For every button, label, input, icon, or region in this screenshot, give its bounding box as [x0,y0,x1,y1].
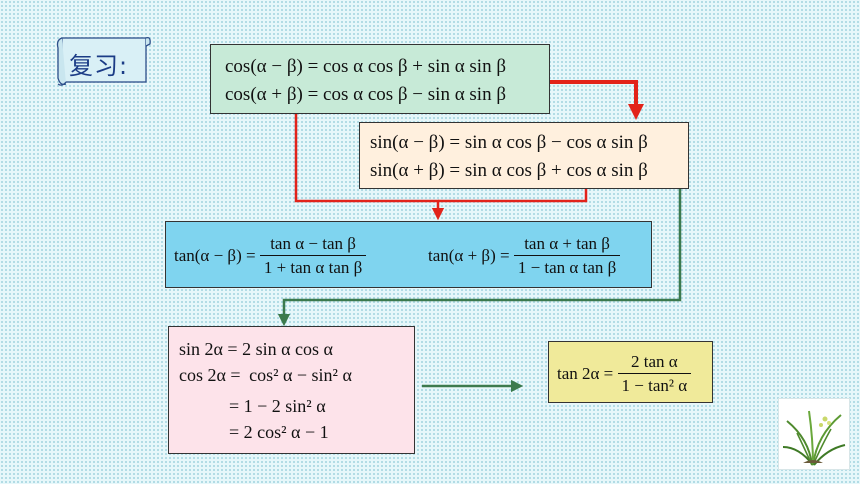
tan-difference-formula: tan(α − β) = tan α − tan β 1 + tan α tan… [174,235,367,277]
review-scroll-label: 复习: [54,34,152,88]
scroll-frame-icon [56,36,151,86]
sin-double-formula: sin 2α = 2 sin α cos α [179,339,333,359]
tan-sum-denominator: 1 − tan α tan β [517,258,617,277]
tan-addition-box: tan(α − β) = tan α − tan β 1 + tan α tan… [165,221,652,288]
cos-double-rhs: cos² α − sin² α [249,365,352,385]
tan-double-numerator: 2 tan α [617,353,692,374]
cos-addition-box: cos(α − β) = cos α cos β + sin α sin β c… [210,44,550,114]
tan-sum-numerator: tan α + tan β [513,235,621,256]
orchid-plant-icon [778,398,850,470]
tan-double-denominator: 1 − tan² α [621,376,688,395]
tan-double-formula: tan 2α = 2 tan α 1 − tan² α [557,353,692,395]
tan-double-lhs: tan 2α = [557,364,614,383]
tan-difference-numerator: tan α − tan β [259,235,367,256]
sin-addition-box: sin(α − β) = sin α cos β − cos α sin β s… [359,122,689,189]
tan-sum-lhs: tan(α + β) = [428,246,510,265]
cos-double-formula: cos 2α = cos² α − sin² α [179,366,352,384]
cos-to-sin-arrow [550,80,644,120]
sin-difference-formula: sin(α − β) = sin α cos β − cos α sin β [370,132,648,153]
cos-difference-formula: cos(α − β) = cos α cos β + sin α sin β [225,56,506,77]
cos-double-lhs: cos 2α = [179,365,241,385]
cos-sum-formula: cos(α + β) = cos α cos β − sin α sin β [225,84,506,105]
sin-sum-formula: sin(α + β) = sin α cos β + cos α sin β [370,160,648,181]
tan-difference-lhs: tan(α − β) = [174,246,256,265]
double-angle-box: sin 2α = 2 sin α cos α cos 2α = cos² α −… [168,326,415,454]
review-title: 复习: [69,52,129,80]
tan-sum-fraction: tan α + tan β 1 − tan α tan β [513,235,621,277]
tan-double-angle-box: tan 2α = 2 tan α 1 − tan² α [548,341,713,403]
tan-double-fraction: 2 tan α 1 − tan² α [617,353,692,395]
tan-difference-fraction: tan α − tan β 1 + tan α tan β [259,235,367,277]
tan-sum-formula: tan(α + β) = tan α + tan β 1 − tan α tan… [428,235,621,277]
sin-to-tan-arrow-right [438,189,588,203]
tan-difference-denominator: 1 + tan α tan β [263,258,363,277]
cos-double-alt2-formula: = 2 cos² α − 1 [229,422,329,442]
cos-double-alt1-formula: = 1 − 2 sin² α [229,396,326,416]
